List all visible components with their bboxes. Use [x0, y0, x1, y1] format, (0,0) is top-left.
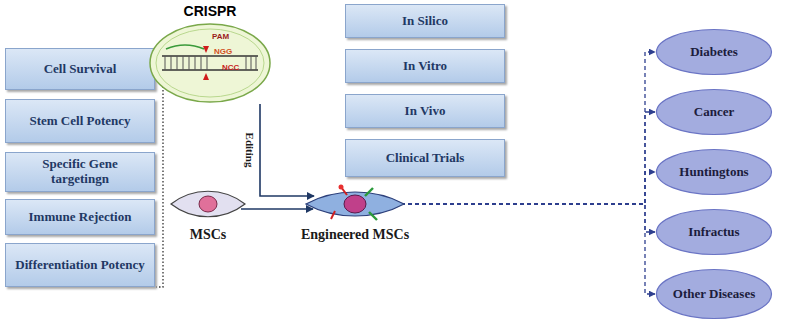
dna-rung	[251, 56, 252, 70]
sequence-label: PAM	[212, 32, 229, 42]
box-label: Clinical Trials	[386, 151, 465, 166]
dna-rung	[183, 56, 184, 70]
box-label: Immune Rejection	[29, 210, 132, 225]
box-label: Cell Survival	[44, 62, 117, 77]
feature-box: Immune Rejection	[5, 199, 155, 235]
receptor-pin	[369, 212, 377, 220]
stage-box: In Vitro	[345, 49, 505, 83]
receptor-pin	[331, 211, 335, 219]
edge-label: Editing	[244, 131, 256, 170]
cell-nucleus	[199, 196, 217, 212]
dna-strand	[162, 69, 258, 71]
cell-label: MSCs	[170, 227, 246, 243]
dna-rung	[195, 56, 196, 70]
ellipse-shape	[657, 210, 772, 255]
dna-strand	[162, 55, 258, 57]
cell-label: Engineered MSCs	[288, 227, 422, 243]
ellipse-shape	[657, 30, 772, 75]
ellipse-shape	[657, 150, 772, 195]
box-label: Specific Gene targetingn	[12, 157, 148, 187]
dna-rung	[256, 56, 257, 70]
box-label: In Silico	[402, 14, 448, 29]
cell-drawing	[170, 184, 246, 224]
stage-box: In Vivo	[345, 94, 505, 128]
ellipse-shape	[657, 90, 772, 135]
stage-box: In Silico	[345, 4, 505, 38]
disease-ellipse: Other Diseases	[655, 268, 773, 320]
connector	[241, 208, 313, 210]
disease-ellipse: Cancer	[655, 88, 773, 136]
disease-ellipse: Infractus	[655, 208, 773, 256]
dna-rung	[189, 56, 190, 70]
dna-rung	[201, 56, 202, 70]
feature-box: Specific Gene targetingn	[5, 152, 155, 192]
cut-mark	[203, 73, 209, 80]
plasmid-ellipse	[150, 24, 270, 102]
ellipse-shape	[657, 270, 772, 319]
cell-drawing	[305, 184, 405, 224]
sequence-label: NGG	[214, 47, 232, 57]
disease-ellipse: Huntingtons	[655, 148, 773, 196]
dna-rung	[165, 56, 166, 70]
guide-rna	[166, 45, 204, 49]
box-label: In Vitro	[403, 59, 447, 74]
cell-body	[306, 192, 404, 216]
dna-rung	[177, 56, 178, 70]
receptor-pin	[339, 185, 344, 190]
box-label: Differentiation Potency	[15, 258, 144, 273]
disease-label: Diabetes	[690, 44, 738, 60]
disease-label: Other Diseases	[673, 286, 755, 302]
box-label: In Vivo	[405, 104, 446, 119]
connector	[401, 204, 655, 294]
receptor-pin	[365, 188, 373, 196]
dna-rung	[246, 56, 247, 70]
connector	[401, 204, 655, 232]
feature-box: Cell Survival	[5, 48, 155, 90]
cell-body	[171, 191, 245, 217]
disease-label: Cancer	[694, 104, 734, 120]
disease-label: Huntingtons	[679, 164, 748, 180]
msc-cell: MSCs	[170, 184, 246, 243]
dna-rung	[171, 56, 172, 70]
plasmid-drawing	[148, 22, 272, 104]
plasmid-inner-ring	[156, 29, 264, 97]
feature-box: Differentiation Potency	[5, 243, 155, 287]
disease-label: Infractus	[688, 224, 739, 240]
sequence-label: NCC	[222, 63, 239, 73]
feature-box: Stem Cell Potency	[5, 99, 155, 143]
dna-rung	[207, 56, 208, 70]
cell-nucleus	[344, 195, 366, 213]
cut-mark	[203, 46, 209, 53]
crispr-plasmid: CRISPR PAM NGG NCC	[148, 2, 272, 106]
disease-ellipse: Diabetes	[655, 28, 773, 76]
crispr-title: CRISPR	[148, 2, 272, 20]
cell-outline	[305, 184, 405, 224]
plasmid-outline	[148, 22, 272, 104]
box-label: Stem Cell Potency	[29, 114, 130, 129]
engineered-cell: Engineered MSCs	[288, 184, 422, 243]
cell-outline	[170, 184, 246, 224]
stage-box: Clinical Trials	[345, 139, 505, 177]
connector	[260, 104, 314, 196]
